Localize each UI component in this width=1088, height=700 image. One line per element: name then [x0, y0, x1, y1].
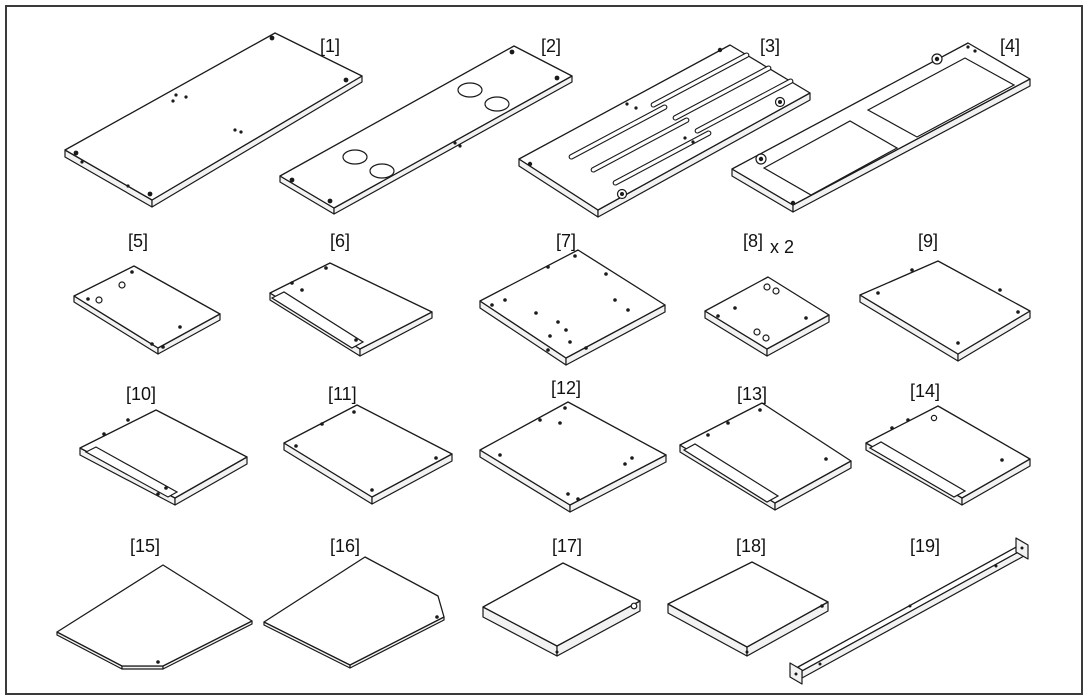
part-19-label: [19] — [910, 536, 940, 556]
part-13-label: [13] — [737, 384, 767, 404]
part-16-label: [16] — [330, 536, 360, 556]
part-17-label: [17] — [552, 536, 582, 556]
part-4-label: [4] — [1000, 36, 1020, 56]
part-5-label: [5] — [128, 231, 148, 251]
part-17-tray — [482, 562, 641, 657]
part-11-label: [11] — [328, 384, 357, 404]
part-9-panel — [859, 260, 1031, 362]
part-8-panel — [704, 276, 830, 357]
part-8-quantity: x 2 — [770, 237, 794, 257]
part-7-label: [7] — [556, 231, 576, 251]
part-12-label: [12] — [551, 378, 581, 398]
part-18-tray — [667, 561, 829, 657]
part-12-square-panel — [479, 401, 667, 513]
part-15-flat-sheet — [56, 564, 253, 670]
part-1-label: [1] — [320, 36, 340, 56]
part-9-label: [9] — [918, 231, 938, 251]
part-14-panel-with-rail — [865, 405, 1031, 506]
part-3-label: [3] — [760, 36, 780, 56]
part-18-label: [18] — [736, 536, 766, 556]
part-4-frame-panel — [731, 42, 1031, 213]
part-6-label: [6] — [330, 231, 350, 251]
part-14-label: [14] — [910, 381, 940, 401]
part-1-long-panel — [64, 32, 363, 208]
part-2-long-panel — [279, 45, 573, 215]
part-6-panel-with-rail — [269, 262, 433, 357]
part-10-panel-with-rail — [79, 409, 248, 506]
part-3-slotted-panel — [518, 44, 811, 218]
part-13-panel-with-rail — [679, 402, 852, 511]
part-5-panel — [73, 265, 221, 355]
part-15-label: [15] — [130, 536, 160, 556]
part-7-square-panel — [479, 249, 666, 366]
part-11-panel — [283, 404, 453, 505]
part-8-label: [8] — [743, 231, 763, 251]
part-19-bracket-bar — [789, 537, 1029, 685]
part-2-label: [2] — [541, 36, 561, 56]
part-16-flat-sheet — [263, 556, 445, 669]
part-10-label: [10] — [126, 384, 156, 404]
